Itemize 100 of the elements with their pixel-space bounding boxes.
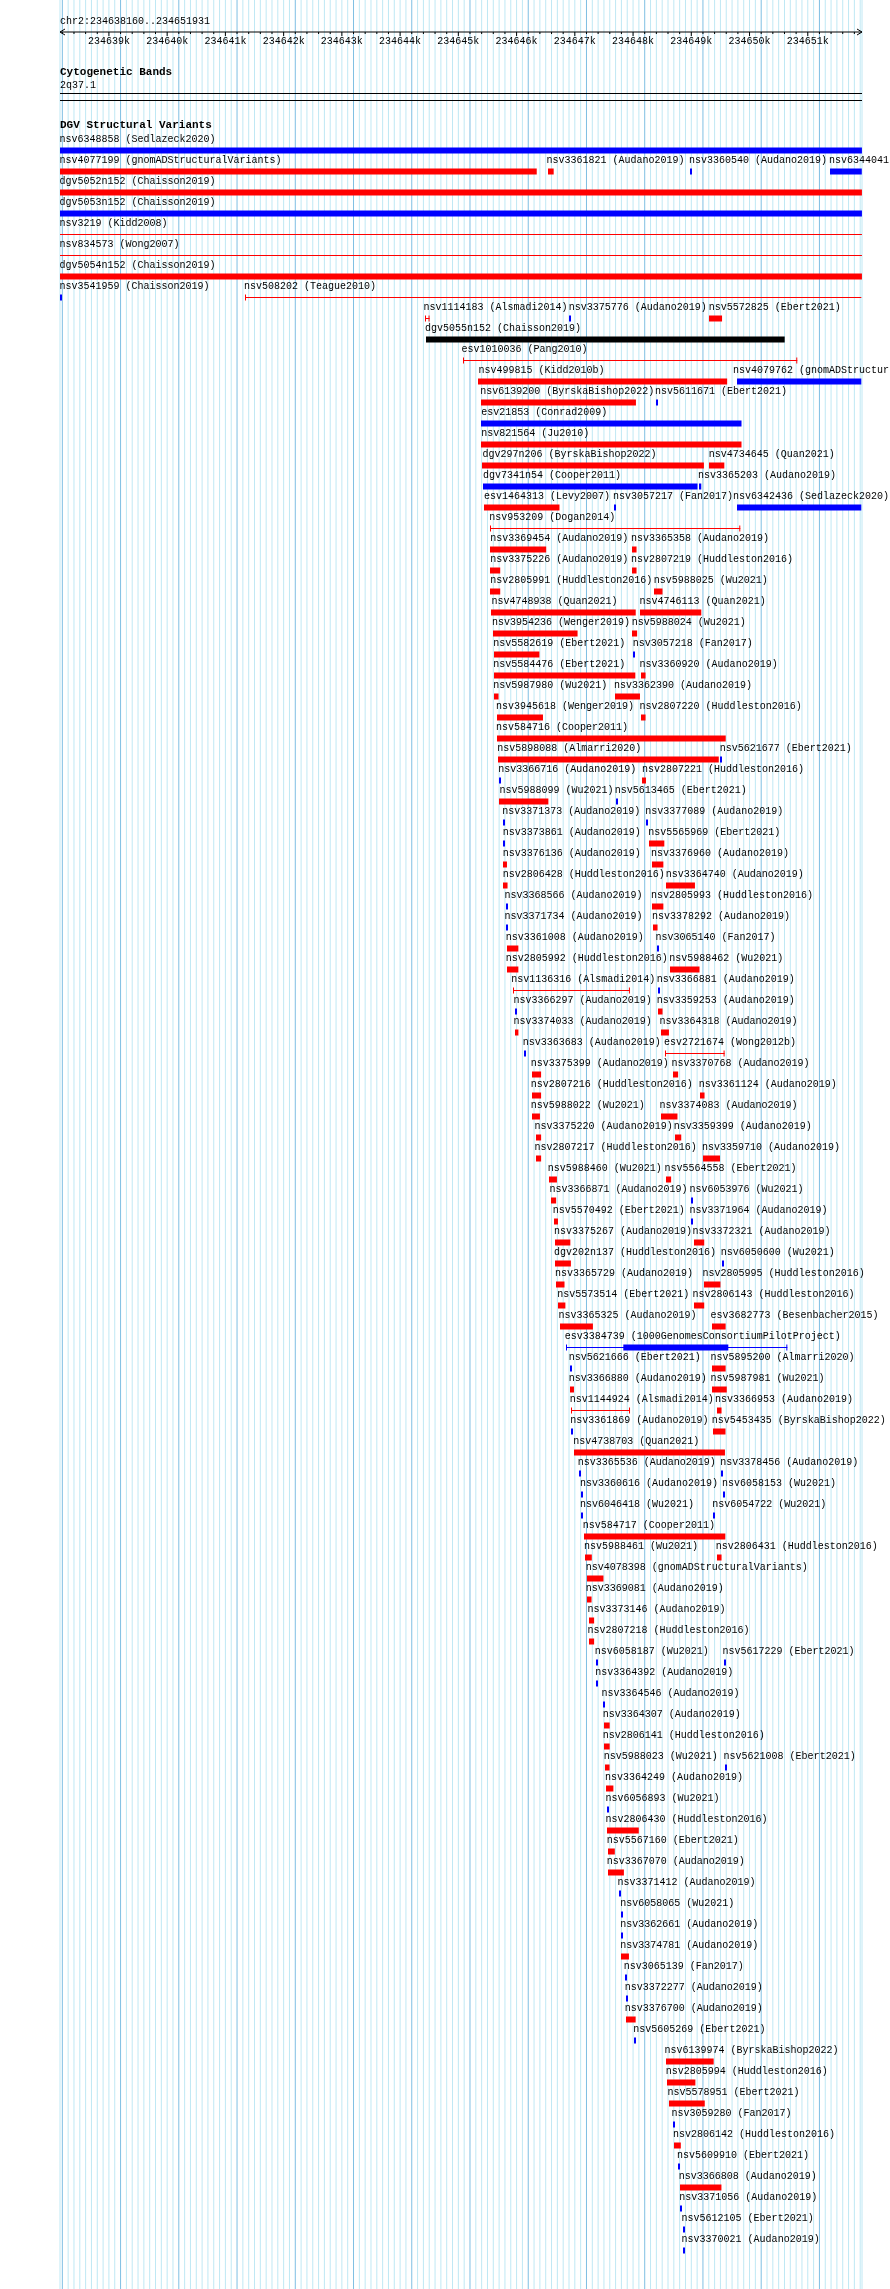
variant-label: nsv3375220 (Audano2019): [534, 1120, 673, 1132]
variant-label: nsv4748938 (Quan2021): [491, 595, 618, 607]
variant-label: nsv5988462 (Wu2021): [669, 952, 784, 964]
tick-label: 234644k: [379, 36, 422, 47]
variant-label: nsv3365729 (Audano2019): [555, 1267, 694, 1279]
variant-label: nsv5987980 (Wu2021): [493, 679, 608, 691]
variant-label: dgv202n137 (Huddleston2016): [553, 1246, 716, 1258]
variant-label: nsv5988099 (Wu2021): [499, 784, 614, 796]
variant-label: nsv3366297 (Audano2019): [513, 994, 652, 1006]
variant-label: nsv3376136 (Audano2019): [502, 847, 641, 859]
variant-label: nsv3372321 (Audano2019): [692, 1225, 831, 1237]
variant-label: nsv2807221 (Huddleston2016): [641, 763, 804, 775]
variant-label: nsv3541959 (Chaisson2019): [59, 280, 210, 292]
variant-label: nsv5613465 (Ebert2021): [614, 784, 747, 796]
variant-label: nsv5582619 (Ebert2021): [493, 637, 626, 649]
tick-label: 234640k: [146, 36, 189, 47]
variant-label: nsv3364318 (Audano2019): [659, 1015, 798, 1027]
variant-label: nsv6058187 (Wu2021): [594, 1645, 709, 1657]
variant-label: nsv3373861 (Audano2019): [502, 826, 641, 838]
variant-label: nsv1114183 (Alsmadi2014): [423, 301, 568, 313]
variant-label: nsv3361124 (Audano2019): [698, 1078, 837, 1090]
variant-label: nsv6053976 (Wu2021): [689, 1183, 804, 1195]
variant-label: nsv5605269 (Ebert2021): [633, 2023, 766, 2035]
variant-label: nsv2807220 (Huddleston2016): [639, 700, 802, 712]
variant-label: nsv3365203 (Audano2019): [698, 469, 837, 481]
variant-label: nsv584717 (Cooper2011): [582, 1519, 715, 1531]
variant-label: nsv2805994 (Huddleston2016): [665, 2065, 828, 2077]
tick-label: 234642k: [262, 36, 305, 47]
variant-label: nsv2807216 (Huddleston2016): [530, 1078, 693, 1090]
variant-label: nsv584716 (Cooper2011): [496, 721, 629, 733]
variant-label: nsv2807217 (Huddleston2016): [534, 1141, 697, 1153]
variant-label: nsv3360920 (Audano2019): [639, 658, 778, 670]
variant-label: nsv6056893 (Wu2021): [605, 1792, 720, 1804]
variant-label: nsv3372277 (Audano2019): [624, 1981, 763, 1993]
variant-label: nsv2805993 (Huddleston2016): [650, 889, 813, 901]
variant-label: nsv3363683 (Audano2019): [522, 1036, 661, 1048]
tick-label: 234651k: [786, 36, 829, 47]
variant-label: nsv4079762 (gnomADStructur: [733, 364, 890, 376]
variant-label: nsv5453435 (ByrskaBishop2022): [711, 1414, 886, 1426]
variant-label: nsv5612105 (Ebert2021): [681, 2212, 814, 2224]
variant-label: nsv3057218 (Fan2017): [632, 637, 753, 649]
variant-label: nsv3366880 (Audano2019): [568, 1372, 707, 1384]
variant-label: nsv6344041: [829, 154, 889, 166]
variant-label: nsv3369081 (Audano2019): [585, 1582, 724, 1594]
variant-label: nsv4738703 (Quan2021): [573, 1435, 700, 1447]
variant-label: nsv3359710 (Audano2019): [702, 1141, 841, 1153]
variant-label: nsv834573 (Wong2007): [59, 238, 180, 250]
variant-label: nsv3376700 (Audano2019): [624, 2002, 763, 2014]
tick-label: 234639k: [87, 36, 130, 47]
variant-label: dgv5055n152 (Chaisson2019): [425, 322, 582, 334]
variant-label: nsv3377089 (Audano2019): [645, 805, 784, 817]
variant-label: nsv3954236 (Wenger2019): [492, 616, 631, 628]
variant-label: nsv3374083 (Audano2019): [659, 1099, 798, 1111]
tick-label: 234647k: [553, 36, 596, 47]
variant-label: nsv2806141 (Huddleston2016): [602, 1729, 765, 1741]
variant-label: nsv3361008 (Audano2019): [505, 931, 644, 943]
variant-label: nsv1136316 (Alsmadi2014): [511, 973, 656, 985]
variant-label: nsv3364307 (Audano2019): [602, 1708, 741, 1720]
tick-label: 234643k: [320, 36, 363, 47]
variant-label: nsv4077199 (gnomADStructuralVariants): [59, 154, 282, 166]
variant-label: nsv2806430 (Huddleston2016): [605, 1813, 768, 1825]
variant-label: nsv5988025 (Wu2021): [653, 574, 768, 586]
tick-label: 234645k: [437, 36, 480, 47]
variant-label: nsv6046418 (Wu2021): [580, 1498, 695, 1510]
variant-label: nsv2807219 (Huddleston2016): [631, 553, 794, 565]
variant-label: nsv2805995 (Huddleston2016): [702, 1267, 865, 1279]
variant-label: nsv5621666 (Ebert2021): [568, 1351, 701, 1363]
variant-label: nsv3366871 (Audano2019): [549, 1183, 688, 1195]
tick-label: 234650k: [728, 36, 771, 47]
variant-label: nsv3378292 (Audano2019): [652, 910, 791, 922]
variant-label: nsv4746113 (Quan2021): [639, 595, 766, 607]
variant-label: esv2721674 (Wong2012b): [664, 1036, 797, 1048]
variant-label: nsv3371056 (Audano2019): [679, 2191, 818, 2203]
variant-label: nsv5988024 (Wu2021): [631, 616, 746, 628]
coordinate-label: chr2:234638160..234651931: [60, 16, 211, 27]
variant-label: nsv3359253 (Audano2019): [656, 994, 795, 1006]
variant-label: nsv5895200 (Almarri2020): [710, 1351, 855, 1363]
variant-label: nsv3366953 (Audano2019): [715, 1393, 854, 1405]
variant-label: nsv6139200 (ByrskaBishop2022): [480, 385, 655, 397]
variant-label: nsv2806428 (Huddleston2016): [502, 868, 665, 880]
track-title: Cytogenetic Bands: [60, 67, 173, 78]
variant-label: esv21853 (Conrad2009): [481, 406, 608, 418]
variant-label: nsv3371412 (Audano2019): [617, 1876, 756, 1888]
variant-label: dgv5053n152 (Chaisson2019): [59, 196, 216, 208]
variant-label: nsv6058065 (Wu2021): [620, 1897, 735, 1909]
variant-label: nsv5611671 (Ebert2021): [654, 385, 787, 397]
variant-label: nsv3364249 (Audano2019): [605, 1771, 743, 1783]
variant-label: nsv5988461 (Wu2021): [584, 1540, 698, 1552]
variant-label: nsv3057217 (Fan2017): [612, 490, 733, 502]
variant-label: nsv2805991 (Huddleston2016): [490, 574, 653, 586]
variant-label: nsv6054722 (Wu2021): [712, 1498, 827, 1510]
variant-label: nsv3219 (Kidd2008): [59, 217, 168, 229]
variant-label: nsv5621008 (Ebert2021): [723, 1750, 856, 1762]
variant-label: nsv3945618 (Wenger2019): [496, 700, 635, 712]
variant-label: nsv5609910 (Ebert2021): [677, 2149, 810, 2161]
variant-label: nsv3370768 (Audano2019): [671, 1057, 810, 1069]
variant-label: nsv3364392 (Audano2019): [595, 1666, 734, 1678]
band-label: 2q37.1: [60, 80, 96, 91]
variant-label: nsv3376960 (Audano2019): [650, 847, 789, 859]
variant-label: nsv2806142 (Huddleston2016): [673, 2128, 836, 2140]
